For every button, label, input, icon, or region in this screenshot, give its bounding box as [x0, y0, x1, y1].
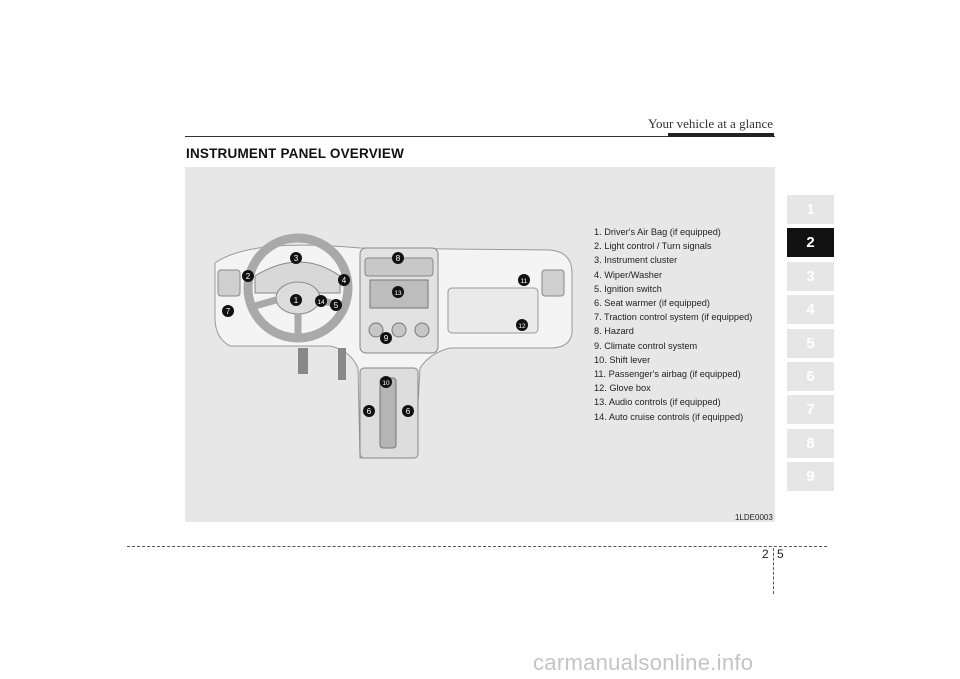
legend-item: 3. Instrument cluster: [594, 255, 678, 266]
callout-12: 12: [516, 319, 528, 331]
legend-item: 1. Driver's Air Bag (if equipped): [594, 227, 721, 237]
callout-label: 10: [382, 380, 390, 387]
component-legend: 1. Driver's Air Bag (if equipped) 2. Lig…: [594, 225, 752, 424]
header-rule: [185, 136, 775, 137]
shift-lever: [379, 377, 397, 449]
chapter-tab-9[interactable]: 9: [787, 462, 834, 492]
chapter-tab-7[interactable]: 7: [787, 395, 834, 425]
legend-item: 13. Audio controls (if equipped): [594, 397, 721, 408]
callout-5: 5: [330, 299, 342, 311]
section-title: INSTRUMENT PANEL OVERVIEW: [186, 146, 405, 161]
legend-item: 9. Climate control system: [594, 340, 698, 351]
callout-label: 6: [406, 407, 411, 416]
pedal-left: [298, 348, 308, 374]
figure-code: 1LDE0003: [735, 513, 773, 522]
instrument-panel-illustration: 1 2 3 4 5 6 6 7 8 9 10 11 12 13 14: [214, 233, 573, 459]
callout-8: 8: [392, 252, 404, 264]
callout-6: 6: [363, 405, 375, 417]
chapter-tab-2[interactable]: 2: [787, 228, 834, 258]
chapter-tab-4[interactable]: 4: [787, 295, 834, 325]
pedal-right: [338, 348, 346, 380]
header-rule-accent: [668, 133, 774, 137]
steering-wheel: [243, 233, 353, 343]
chapter-tab-3[interactable]: 3: [787, 261, 834, 291]
callout-4: 4: [338, 274, 350, 286]
legend-item: 11. Passenger's airbag (if equipped): [594, 369, 741, 380]
callout-label: 8: [396, 254, 401, 263]
header-title: Your vehicle at a glance: [647, 116, 773, 131]
legend-item: 8. Hazard: [594, 326, 634, 337]
callout-label: 13: [394, 290, 402, 297]
callout-14: 14: [315, 295, 327, 307]
callout-label: 7: [226, 307, 231, 316]
callout-9: 9: [380, 332, 392, 344]
page-chapter-number: 2: [762, 547, 769, 561]
footer-rule: [127, 546, 827, 547]
callout-label: 11: [521, 278, 528, 285]
callout-label: 1: [294, 296, 299, 305]
right-vent: [541, 269, 565, 297]
callout-label: 9: [384, 334, 389, 343]
left-vent: [217, 269, 241, 297]
callout-2: 2: [242, 270, 254, 282]
climate-knob-right: [414, 322, 430, 338]
climate-knob-left: [368, 322, 384, 338]
callout-label: 12: [518, 323, 526, 330]
callout-label: 2: [246, 272, 251, 281]
legend-item: 10. Shift lever: [594, 354, 651, 365]
legend-item: 4. Wiper/Washer: [594, 269, 663, 280]
chapter-tab-8[interactable]: 8: [787, 428, 834, 458]
callout-3: 3: [290, 252, 302, 264]
chapter-tabs: 1 2 3 4 5 6 7 8 9: [787, 195, 834, 496]
callout-1: 1: [290, 294, 302, 306]
callout-10: 10: [380, 376, 392, 388]
legend-item: 6. Seat warmer (if equipped): [594, 298, 710, 309]
page-number-divider: [773, 548, 774, 594]
callout-label: 14: [317, 299, 325, 306]
callout-7: 7: [222, 305, 234, 317]
callout-6b: 6: [402, 405, 414, 417]
glove-box: [447, 287, 539, 334]
climate-knob-center: [391, 322, 407, 338]
callout-13: 13: [392, 286, 404, 298]
callout-11: 11: [518, 274, 530, 286]
watermark: carmanualsonline.info: [533, 650, 754, 675]
cluster-hood: [254, 261, 341, 294]
legend-item: 7. Traction control system (if equipped): [594, 312, 753, 323]
callout-label: 6: [367, 407, 372, 416]
legend-item: 14. Auto cruise controls (if equipped): [594, 411, 744, 422]
legend-item: 12. Glove box: [594, 383, 651, 394]
chapter-tab-5[interactable]: 5: [787, 328, 834, 358]
chapter-tab-6[interactable]: 6: [787, 361, 834, 391]
callout-label: 3: [294, 254, 299, 263]
callout-label: 5: [334, 301, 339, 310]
chapter-tab-1[interactable]: 1: [787, 195, 834, 224]
legend-item: 2. Light control / Turn signals: [594, 241, 712, 252]
legend-item: 5. Ignition switch: [594, 283, 662, 294]
callout-label: 4: [342, 276, 347, 285]
page-number: 5: [777, 547, 784, 561]
